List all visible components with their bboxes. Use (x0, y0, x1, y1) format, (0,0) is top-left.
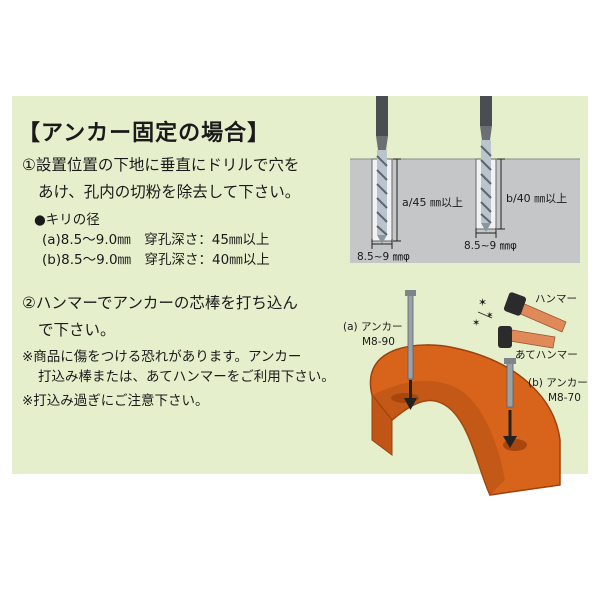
svg-text:✶: ✶ (486, 311, 494, 321)
diameter-label-b: 8.5~9 ㎜φ (464, 240, 517, 252)
anchor-a-name: (a) アンカー (343, 321, 403, 333)
svg-text:✶: ✶ (472, 318, 480, 329)
note-line2: 打込み棒または、あてハンマーをご利用下さい。 (38, 369, 335, 385)
ate-hammer-label: あてハンマー (515, 349, 578, 361)
hammer-label: ハンマー (535, 293, 577, 305)
drill-diameter-heading: ●キリの径 (34, 212, 100, 228)
svg-text:✶: ✶ (478, 296, 487, 309)
anchor-a-model: M8-90 (362, 336, 395, 348)
section-title: 【アンカー固定の場合】 (18, 121, 271, 146)
anchor-b-model: M8-70 (548, 392, 581, 404)
depth-label-a: a/45 ㎜以上 (402, 196, 463, 209)
note-line1: ※商品に傷をつける恐れがあります。アンカー (22, 349, 302, 365)
step2-line2: で下さい。 (38, 321, 116, 339)
anchor-a-icon (404, 290, 417, 410)
drill-spec-a: (a)8.5～9.0㎜ 穿孔深さ：45㎜以上 (42, 232, 270, 248)
product-arch (369, 344, 561, 496)
depth-label-b: b/40 ㎜以上 (506, 192, 567, 205)
step1-line2: あけ、孔内の切粉を除去して下さい。 (38, 183, 301, 201)
diameter-label-a: 8.5~9 ㎜φ (357, 251, 410, 263)
step1-line1: ①設置位置の下地に垂直にドリルで穴を (22, 156, 300, 174)
step2-line1: ②ハンマーでアンカーの芯棒を打ち込ん (22, 294, 298, 312)
drill-spec-b: (b)8.5～9.0㎜ 穿孔深さ：40㎜以上 (42, 252, 270, 268)
note-line3: ※打込み過ぎにご注意下さい。 (22, 393, 209, 409)
hammer-icon (503, 292, 567, 333)
anchor-b-icon (503, 358, 517, 448)
drill-bit-a-icon (376, 96, 388, 244)
drill-bit-b-icon (480, 96, 492, 232)
anchor-b-name: (b) アンカー (528, 377, 588, 389)
impact-stars-icon: ✶ ✶ ✶ (472, 296, 494, 329)
ate-hammer-icon (498, 326, 556, 349)
